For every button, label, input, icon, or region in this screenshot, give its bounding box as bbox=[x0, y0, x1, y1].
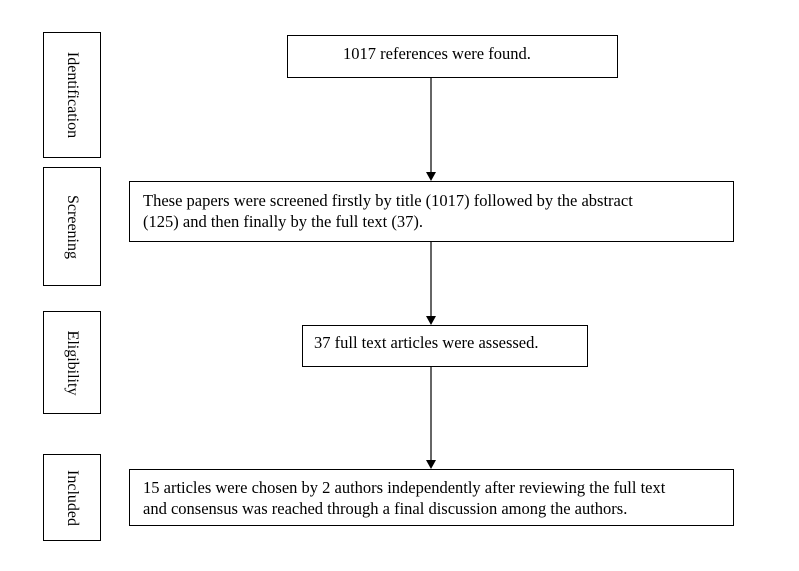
identification-box: 1017 references were found. bbox=[287, 35, 618, 78]
identification-text: 1017 references were found. bbox=[343, 44, 531, 63]
arrow-screening-to-eligibility bbox=[426, 242, 436, 325]
screening-text-line2: (125) and then finally by the full text … bbox=[143, 212, 423, 231]
included-text-line2: and consensus was reached through a fina… bbox=[143, 499, 628, 518]
included-text-line1: 15 articles were chosen by 2 authors ind… bbox=[143, 478, 666, 497]
eligibility-text: 37 full text articles were assessed. bbox=[314, 333, 539, 352]
stage-eligibility: Eligibility bbox=[43, 311, 101, 414]
arrow-identification-to-screening bbox=[426, 78, 436, 181]
included-box: 15 articles were chosen by 2 authors ind… bbox=[129, 469, 734, 526]
screening-box: These papers were screened firstly by ti… bbox=[129, 181, 734, 242]
stage-included: Included bbox=[43, 454, 101, 541]
stage-screening: Screening bbox=[43, 167, 101, 286]
screening-text-line1: These papers were screened firstly by ti… bbox=[143, 191, 633, 210]
eligibility-box: 37 full text articles were assessed. bbox=[302, 325, 588, 367]
stage-identification: Identification bbox=[43, 32, 101, 158]
arrow-eligibility-to-included bbox=[426, 367, 436, 469]
